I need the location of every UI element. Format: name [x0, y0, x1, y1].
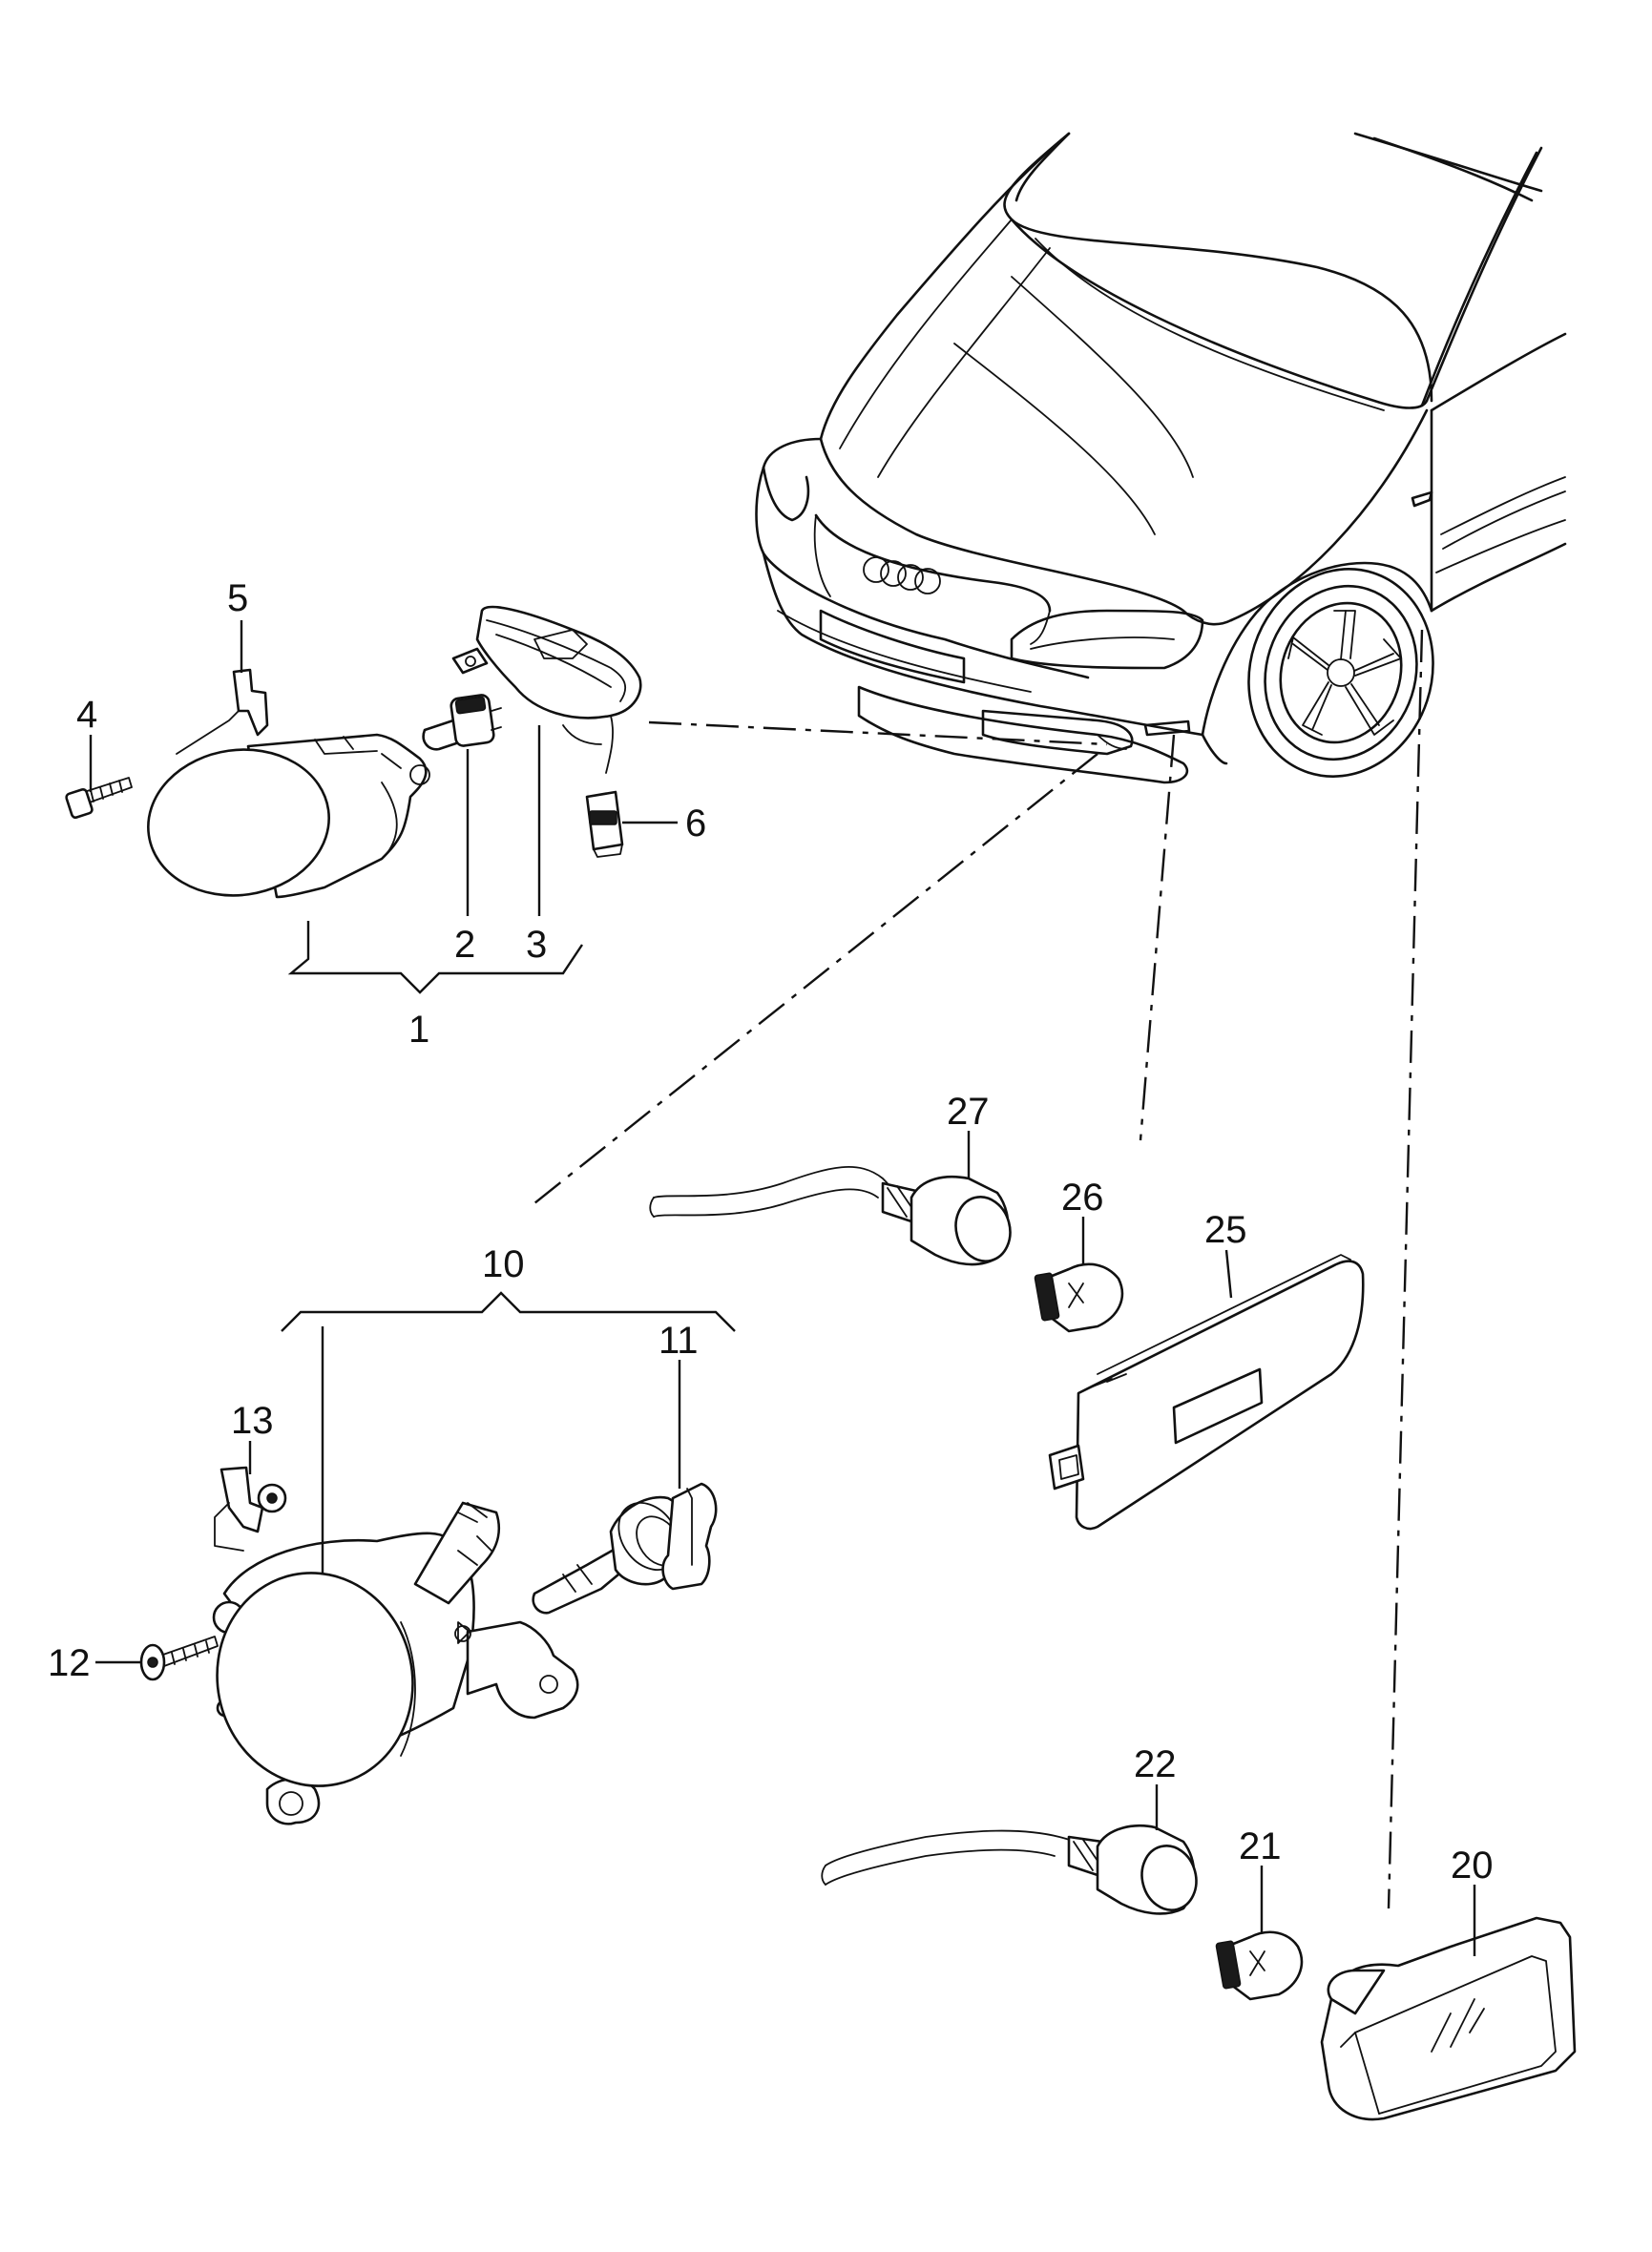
bulb-2: [422, 694, 502, 751]
leader-lines: [89, 620, 1476, 1956]
reflector-cover: [1048, 1254, 1365, 1531]
connector-6: [585, 790, 624, 858]
callout-1: 1: [408, 1009, 429, 1051]
callout-13: 13: [231, 1400, 274, 1442]
callout-27: 27: [947, 1091, 990, 1133]
callout-22: 22: [1134, 1743, 1177, 1785]
bulb-socket-27: [649, 1166, 1012, 1266]
callout-11: 11: [659, 1320, 699, 1362]
h11-bulb: [532, 1482, 718, 1615]
callout-4: 4: [76, 694, 97, 736]
callout-21: 21: [1239, 1825, 1282, 1867]
callout-12: 12: [48, 1642, 91, 1684]
side-marker-lamp: [1320, 1916, 1577, 2121]
wedge-bulb-21: [1215, 1930, 1304, 2001]
screw-4: [65, 777, 133, 820]
callout-labels: 1 2 3 4 5 6 10 11 12 13 20 21 22 25 26 2…: [48, 577, 1494, 1887]
screw-12: [139, 1636, 219, 1681]
wiring-harness-3: [451, 605, 642, 774]
audi-rings: [863, 556, 941, 594]
bulb-socket-22: [821, 1824, 1198, 1915]
wedge-bulb-26: [1034, 1262, 1124, 1333]
callout-26: 26: [1061, 1177, 1104, 1219]
callout-6: 6: [685, 803, 706, 844]
callout-25: 25: [1204, 1209, 1247, 1251]
callout-2: 2: [454, 924, 475, 966]
link-lines: [529, 629, 1424, 1909]
callout-5: 5: [227, 577, 248, 619]
clip-5: [176, 668, 269, 755]
fog-lamp-assembly-upper: [147, 733, 430, 899]
clip-13: [214, 1466, 287, 1552]
callout-20: 20: [1451, 1845, 1494, 1887]
callout-3: 3: [526, 924, 547, 966]
callout-10: 10: [482, 1243, 525, 1285]
car-front: [755, 132, 1567, 784]
fog-lamp-assembly-lower: [212, 1501, 579, 1825]
